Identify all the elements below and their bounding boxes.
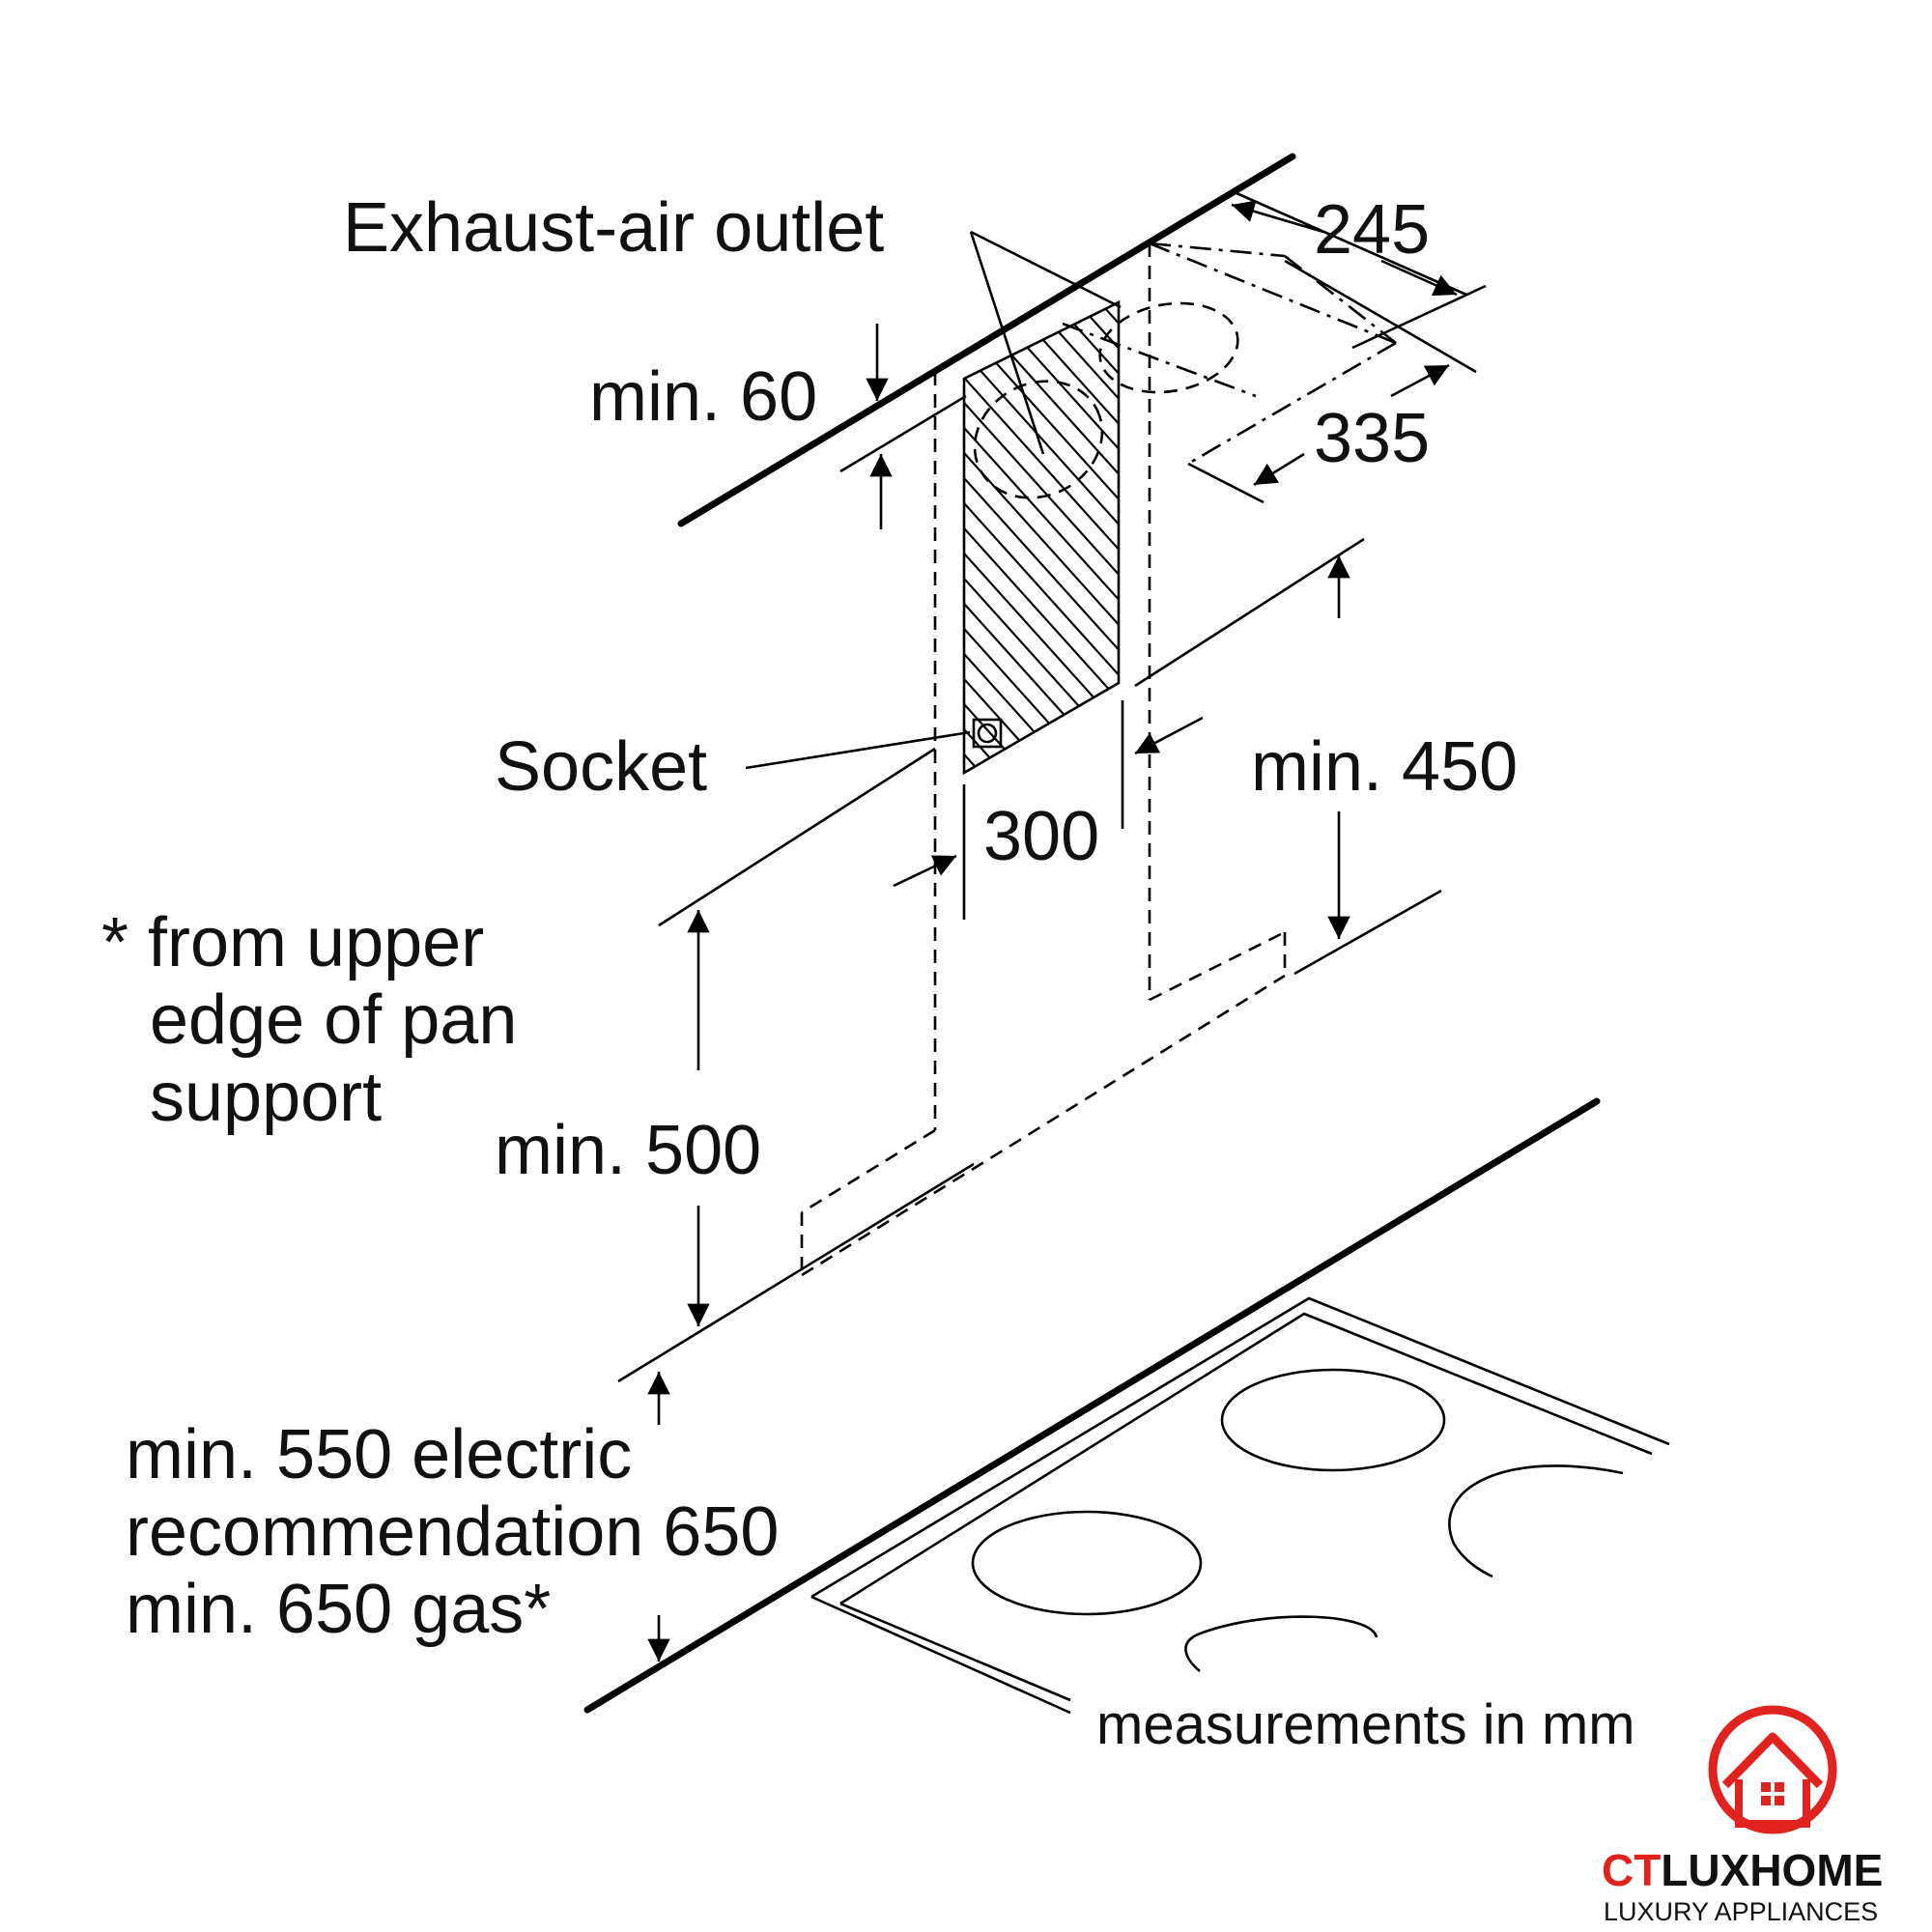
- hatch-line: [964, 494, 1119, 689]
- dimension-245: [1231, 191, 1487, 374]
- hatch-line: [964, 318, 1119, 513]
- hatch-line: [964, 695, 1119, 773]
- hatch-line: [964, 302, 1119, 488]
- worktop-line: [583, 1097, 1601, 1714]
- socket-icon: [972, 718, 1003, 749]
- hatch-line: [964, 368, 1119, 563]
- ceiling-line: [677, 153, 1296, 527]
- label-dim-300: 300: [983, 798, 1099, 875]
- hatch-line: [964, 418, 1119, 613]
- dimension-335: [1187, 363, 1450, 504]
- burner-front-left: [971, 1510, 1203, 1616]
- hatch-line: [964, 302, 1119, 438]
- label-dim-335: 335: [1314, 400, 1430, 477]
- outlet-box-outline: [1062, 242, 1397, 466]
- hatch-line: [964, 469, 1119, 664]
- hatch-line: [956, 896, 1130, 1090]
- footnote-line-3: support: [150, 1059, 382, 1136]
- dimension-300: [893, 700, 1204, 920]
- hatch-line: [964, 302, 1119, 362]
- clearance-line-1: min. 550 electric: [126, 1416, 632, 1493]
- label-min450: min. 450: [1251, 728, 1518, 806]
- label-exhaust-outlet: Exhaust-air outlet: [343, 189, 884, 267]
- brand-tagline: LUXURY APPLIANCES: [1604, 1897, 1878, 1926]
- brand-logo: CTLUXHOME LUXURY APPLIANCES: [1602, 1705, 1883, 1926]
- clearance-line-3: min. 650 gas*: [126, 1571, 551, 1648]
- hatch-line: [964, 519, 1119, 714]
- hatch-line: [956, 922, 1130, 1115]
- hatch-line: [964, 302, 1119, 387]
- cooktop: [810, 1296, 1670, 1715]
- brand-ct: CT: [1602, 1845, 1661, 1895]
- hatch-line: [964, 302, 1119, 312]
- label-min500: min. 500: [495, 1112, 761, 1189]
- hatch-line: [956, 947, 1130, 1140]
- label-socket: Socket: [495, 728, 707, 806]
- label-dim-245: 245: [1314, 191, 1430, 269]
- hatch-line: [956, 846, 1130, 1039]
- burner-back-left: [1220, 1368, 1446, 1472]
- clearance-line-2: recommendation 650: [126, 1493, 779, 1571]
- label-min60: min. 60: [589, 358, 817, 436]
- hatch-line: [964, 302, 1119, 463]
- socket-leader: [745, 730, 971, 770]
- dimension-min450: [1134, 537, 1442, 976]
- hatch-line: [956, 871, 1130, 1065]
- hatch-line: [964, 720, 1119, 773]
- chimney-outline: [800, 243, 1287, 1277]
- burner-back-right: [1448, 1464, 1624, 1578]
- hatch-line: [964, 569, 1119, 764]
- brand-name: CTLUXHOME: [1602, 1845, 1883, 1895]
- hatch-line: [964, 393, 1119, 588]
- hatch-line: [964, 619, 1119, 773]
- house-icon: [1708, 1705, 1837, 1834]
- exhaust-leader-lines: [969, 230, 1122, 455]
- exhaust-outlet-circles: [973, 301, 1239, 499]
- hatch-line: [964, 544, 1119, 739]
- dimension-min500: [617, 747, 975, 1383]
- footnote-line-2: edge of pan: [150, 981, 517, 1059]
- footnote-line-1: * from upper: [101, 904, 484, 981]
- burner-front-right: [1184, 1615, 1378, 1672]
- brand-rest: LUXHOME: [1661, 1845, 1883, 1895]
- hatch-line: [964, 343, 1119, 538]
- dimension-min60: [839, 324, 967, 529]
- label-units: measurements in mm: [1096, 1693, 1635, 1756]
